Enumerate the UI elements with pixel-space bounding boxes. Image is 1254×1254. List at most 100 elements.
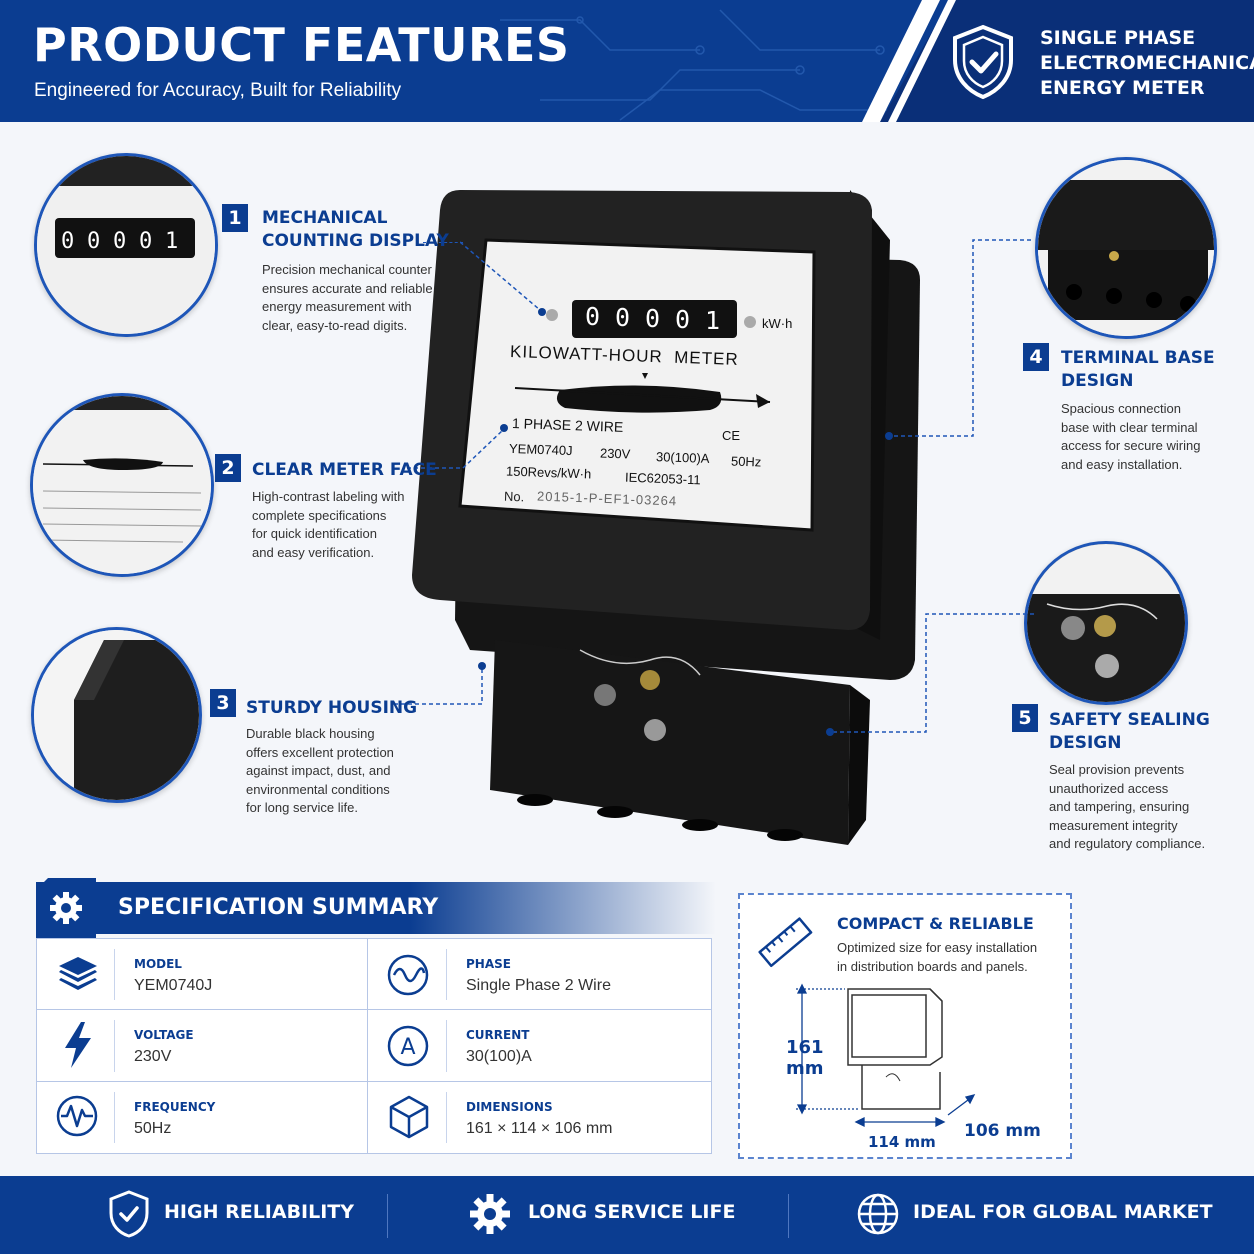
meter-voltage: 230V: [599, 445, 631, 462]
globe-icon: [857, 1193, 899, 1235]
feature-title: TERMINAL BASE DESIGN: [1061, 347, 1215, 393]
feature-desc-line: base with clear terminal: [1061, 419, 1198, 435]
feature-desc-line: Seal provision prevents: [1049, 762, 1185, 777]
connector-line: [423, 242, 463, 243]
feature-title: CLEAR METER FACE: [252, 460, 437, 480]
ruler-icon: [758, 917, 813, 968]
feature-title-line: MECHANICAL: [262, 208, 388, 228]
feature-desc-line: Durable black housing: [246, 726, 375, 741]
product-type-line3: ENERGY METER: [1040, 77, 1205, 99]
height-number: 161: [786, 1037, 824, 1058]
footer-feature-global-market: IDEAL FOR GLOBAL MARKET: [913, 1201, 1213, 1223]
spec-label: PHASE: [466, 957, 511, 971]
feature-description: Precision mechanical counter ensures acc…: [262, 261, 433, 335]
cell-divider: [446, 1020, 447, 1072]
cell-divider: [114, 1020, 115, 1072]
housing-closeup-icon: [34, 630, 199, 800]
meter-current: 30(100)A: [655, 449, 710, 466]
bolt-icon: [65, 1022, 91, 1068]
counter-digit: 0: [675, 305, 691, 334]
product-type-label: SINGLE PHASE ELECTROMECHANICAL ENERGY ME…: [1040, 26, 1254, 101]
spec-header-bar: [36, 882, 716, 934]
compact-title: COMPACT & RELIABLE: [837, 914, 1034, 933]
page-title: PRODUCT FEATURES: [33, 18, 570, 72]
gear-icon: [470, 1194, 510, 1234]
gear-icon: [50, 892, 82, 924]
feature-desc-line: measurement integrity: [1049, 817, 1178, 833]
footer-feature-reliability: HIGH RELIABILITY: [164, 1201, 355, 1223]
cell-divider: [114, 949, 115, 1000]
feature-number-badge: 4: [1023, 343, 1049, 371]
product-type-line1: SINGLE PHASE: [1040, 27, 1196, 49]
detail-circle-terminal: [1035, 157, 1217, 339]
height-dimension-label: 161 mm: [786, 1037, 824, 1079]
feature-desc-line: clear, easy-to-read digits.: [262, 317, 408, 333]
cell-divider: [114, 1092, 115, 1143]
cube-icon: [389, 1095, 429, 1139]
spec-label: DIMENSIONS: [466, 1100, 553, 1114]
feature-desc-line: complete specifications: [252, 507, 387, 523]
footer-bar: [0, 1176, 1254, 1254]
spec-table: MODEL YEM0740J PHASE Single Phase 2 Wire…: [36, 938, 712, 1154]
feature-desc-line: and regulatory compliance.: [1049, 836, 1206, 851]
feature-title: SAFETY SEALING DESIGN: [1049, 709, 1210, 755]
height-unit: mm: [786, 1058, 824, 1079]
feature-description: Seal provision prevents unauthorized acc…: [1049, 761, 1205, 854]
connector-line: [407, 424, 508, 469]
connector-line: [460, 241, 546, 316]
detail-circle-seal: [1024, 541, 1188, 705]
spec-cell-frequency: FREQUENCY 50Hz: [37, 1082, 368, 1153]
layers-icon: [59, 957, 97, 990]
footer-feature-service-life: LONG SERVICE LIFE: [528, 1201, 736, 1223]
svg-text:0: 0: [113, 229, 126, 254]
header-divider-stripe: [862, 0, 956, 122]
spec-value: 230V: [134, 1048, 172, 1065]
feature-title-line: DESIGN: [1061, 371, 1134, 391]
counter-digit: 1: [705, 306, 721, 335]
ce-mark: CE: [722, 428, 741, 443]
dimension-drawing: [796, 983, 976, 1128]
feature-desc-line: Precision mechanical counter: [262, 262, 432, 277]
spec-value: YEM0740J: [134, 977, 213, 994]
compact-desc-line: Optimized size for easy installation: [837, 940, 1038, 955]
footer-divider: [387, 1194, 388, 1238]
frequency-icon: [56, 1095, 98, 1137]
counter-digit: 0: [585, 302, 601, 331]
spec-label: VOLTAGE: [134, 1028, 194, 1042]
feature-desc-line: High-contrast labeling with: [252, 489, 405, 504]
svg-text:1: 1: [165, 229, 178, 254]
spec-cell-phase: PHASE Single Phase 2 Wire: [368, 939, 711, 1010]
feature-title: MECHANICAL COUNTING DISPLAY: [262, 207, 449, 253]
wave-icon: [387, 954, 429, 996]
feature-desc-line: environmental conditions: [246, 781, 390, 797]
feature-desc-line: energy measurement with: [262, 299, 412, 314]
feature-title-line: TERMINAL BASE: [1061, 348, 1215, 368]
feature-title-line: SAFETY SEALING: [1049, 710, 1210, 730]
page-subtitle: Engineered for Accuracy, Built for Relia…: [34, 80, 402, 101]
meter-face-closeup-icon: [33, 396, 211, 574]
ampere-icon: A: [387, 1025, 429, 1067]
feature-desc-line: Spacious connection: [1061, 401, 1181, 416]
width-dimension-label: 114 mm: [868, 1133, 936, 1151]
cell-divider: [446, 949, 447, 1000]
spec-title: SPECIFICATION SUMMARY: [118, 895, 439, 920]
feature-desc-line: against impact, dust, and: [246, 763, 391, 778]
feature-desc-line: offers excellent protection: [246, 744, 394, 760]
feature-desc-line: ensures accurate and reliable: [262, 280, 433, 296]
meter-frequency: 50Hz: [730, 453, 762, 470]
feature-number-badge: 2: [215, 454, 241, 482]
meter-model: YEM0740J: [508, 440, 573, 459]
svg-text:0: 0: [87, 229, 100, 254]
product-type-line2: ELECTROMECHANICAL: [1040, 52, 1254, 74]
feature-desc-line: for long service life.: [246, 800, 358, 815]
shield-check-icon: [953, 24, 1013, 100]
feature-desc-line: access for secure wiring: [1061, 438, 1201, 453]
feature-desc-line: unauthorized access: [1049, 780, 1169, 796]
unit-label: kW·h: [762, 316, 793, 331]
feature-desc-line: and easy installation.: [1061, 456, 1183, 472]
feature-number-badge: 3: [210, 689, 236, 717]
energy-meter-image: [412, 190, 920, 845]
seal-closeup-icon: [1027, 544, 1185, 702]
